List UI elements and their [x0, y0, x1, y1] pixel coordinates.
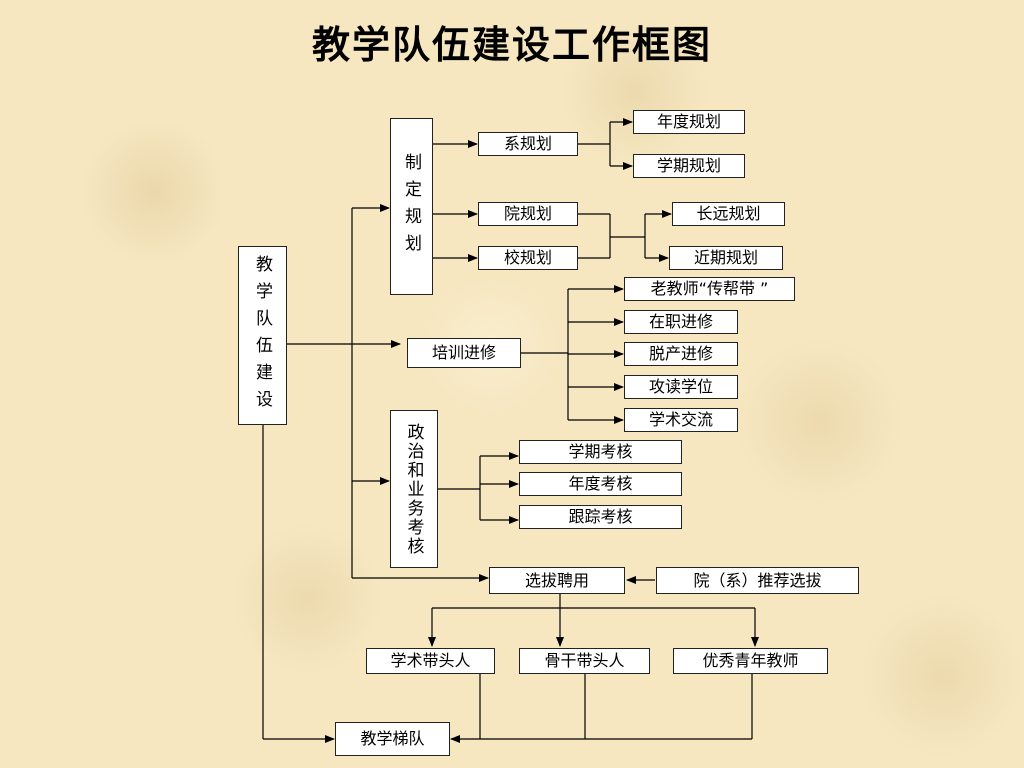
training-box: 培训进修	[407, 338, 521, 368]
degree-study-box: 攻读学位	[624, 375, 738, 399]
annual-assessment-box: 年度考核	[519, 472, 682, 496]
college-plan-box: 院规划	[478, 202, 578, 226]
young-teacher-box: 优秀青年教师	[673, 648, 828, 674]
school-plan-box: 校规划	[478, 246, 578, 270]
planning-box: 制定规划	[390, 118, 433, 295]
recommend-selection-box: 院（系）推荐选拔	[656, 567, 859, 594]
page-title: 教学队伍建设工作框图	[311, 22, 712, 67]
tracking-assessment-box: 跟踪考核	[519, 505, 682, 529]
semester-plan-box: 学期规划	[633, 154, 745, 178]
academic-leader-box: 学术带头人	[366, 648, 495, 674]
short-term-plan-box: 近期规划	[669, 246, 783, 270]
selection-box: 选拔聘用	[489, 567, 625, 594]
root-box: 教学队伍建设	[238, 246, 287, 425]
semester-assessment-box: 学期考核	[519, 440, 682, 464]
in-service-study-box: 在职进修	[624, 310, 738, 334]
mentoring-box: 老教师“传帮带 ”	[624, 277, 795, 301]
annual-plan-box: 年度规划	[633, 110, 745, 134]
full-time-study-box: 脱产进修	[624, 342, 738, 366]
academic-exchange-box: 学术交流	[624, 408, 738, 432]
dept-plan-box: 系规划	[478, 132, 578, 156]
teaching-echelon-box: 教学梯队	[335, 722, 450, 756]
assessment-box: 政治和业务考核	[390, 410, 438, 568]
backbone-leader-box: 骨干带头人	[519, 648, 650, 674]
long-term-plan-box: 长远规划	[672, 202, 785, 226]
